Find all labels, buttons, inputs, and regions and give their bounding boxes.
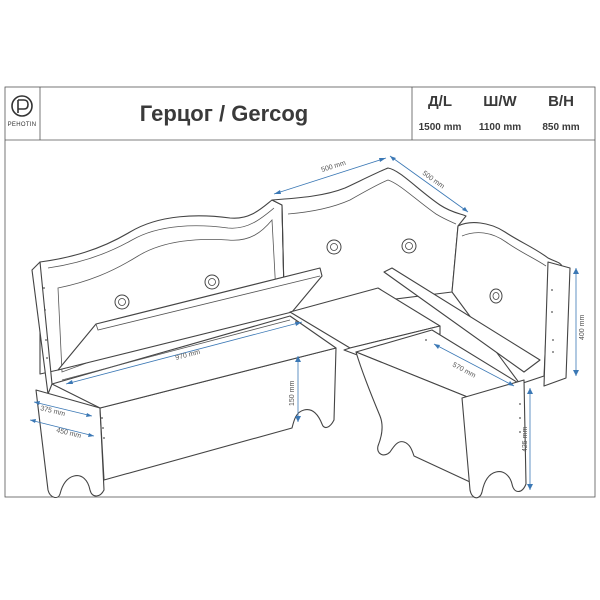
right-seat-lid-open: [383, 267, 541, 373]
rosette-4-icon: [401, 238, 417, 254]
logo-mark-icon: [17, 99, 29, 113]
right-storage-front: [355, 351, 471, 483]
dim-value-width: 1100 mm: [479, 122, 521, 133]
corner-bench-drawing: 500 mm 500 mm 970 mm 570 mm 375 mm 450 m…: [29, 155, 586, 499]
left-backrest-inner: [57, 218, 277, 373]
dim-back-height-label: 400 mm: [579, 315, 586, 340]
left-storage-front: [99, 347, 337, 481]
dim-seat-height-label: 425 mm: [522, 427, 529, 452]
right-side-panel: [543, 261, 571, 387]
left-seat-lid-open: [57, 267, 323, 371]
rosette-5-icon: [489, 288, 503, 304]
left-seat-top: [51, 315, 337, 409]
middle-backrest-inner: [287, 179, 457, 225]
product-title: Герцог / Gercog: [140, 101, 309, 126]
sheet-border: [4, 86, 596, 498]
dimension-lines: [29, 155, 579, 490]
logo-circle-icon: [11, 95, 33, 117]
screw-dots: [43, 287, 554, 439]
brand-logo: PEHOTIN: [8, 95, 37, 128]
rosette-1-icon: [114, 294, 130, 310]
right-front-leg-panel: [461, 379, 527, 499]
left-front-leg-panel: [35, 389, 105, 499]
left-storage-inner-edge: [61, 319, 291, 381]
right-backrest-inner: [461, 232, 547, 267]
dim-label-height: В/Н: [548, 93, 574, 110]
dim-value-height: 850 mm: [542, 122, 579, 133]
left-seat-lid-edge: [95, 275, 321, 331]
dim-label-length: Д/L: [428, 93, 452, 110]
dim-storage-height-label: 150 mm: [289, 381, 296, 406]
rosette-3-icon: [326, 239, 342, 255]
rosette-2-icon: [204, 274, 220, 290]
dim-label-width: Ш/W: [483, 93, 517, 110]
left-backrest-top-edge: [47, 207, 275, 269]
dim-value-length: 1500 mm: [419, 122, 462, 133]
logo-text: PEHOTIN: [8, 122, 37, 128]
